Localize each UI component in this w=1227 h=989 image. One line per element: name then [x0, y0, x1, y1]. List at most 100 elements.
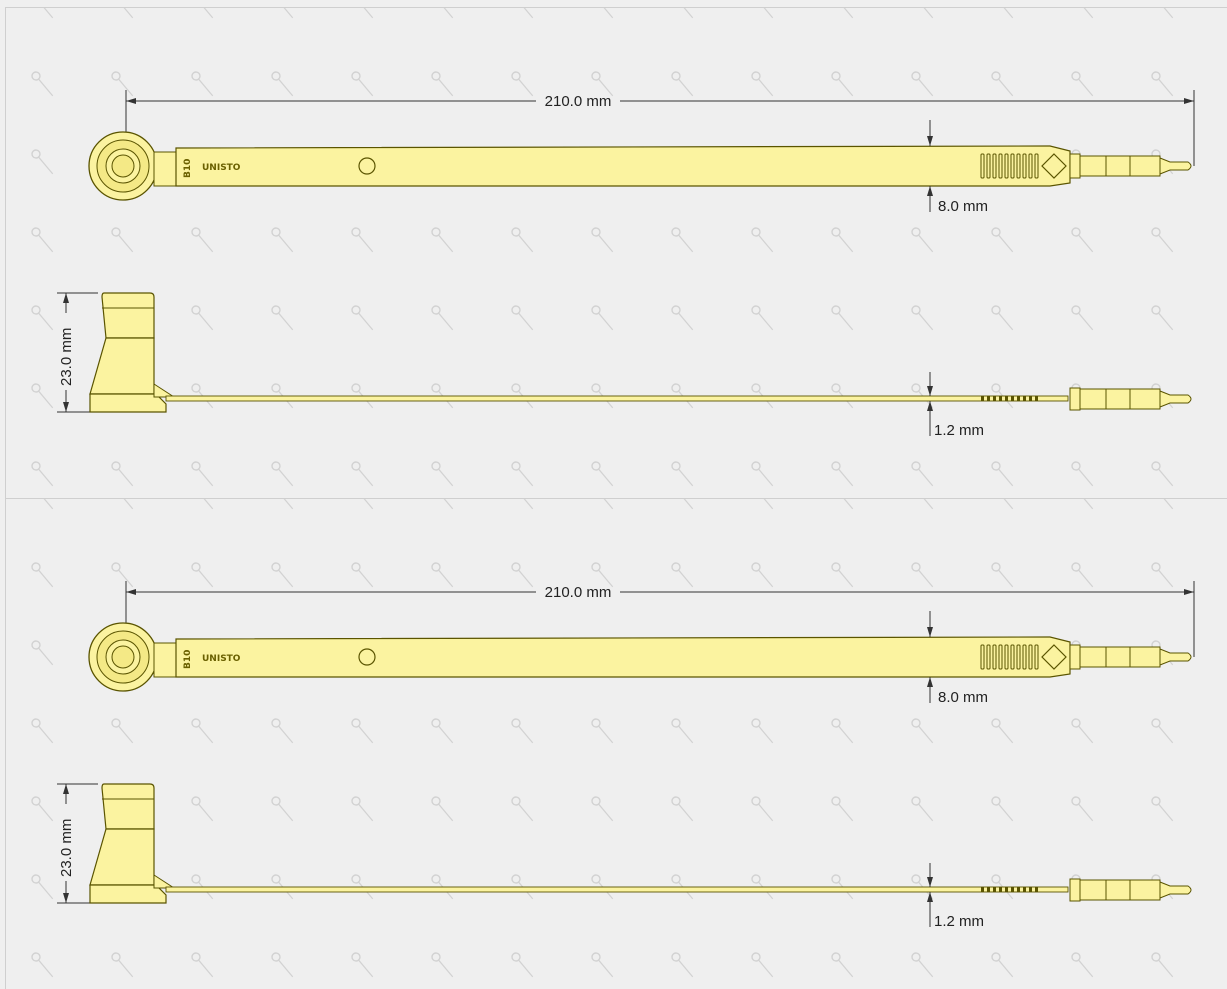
arrow-up-icon — [927, 677, 933, 687]
key-watermark-icon — [591, 562, 614, 588]
grip-ribs — [980, 644, 1039, 670]
key-watermark-icon — [278, 8, 294, 19]
key-watermark-icon — [431, 461, 454, 487]
key-watermark-icon — [831, 562, 854, 588]
key-watermark-icon — [591, 718, 614, 744]
key-watermark-icon — [511, 71, 534, 97]
key-watermark-icon — [991, 305, 1014, 331]
key-watermark-icon — [598, 8, 614, 19]
grip-dash — [1017, 396, 1020, 401]
key-watermark-icon — [511, 227, 534, 253]
model-text: B10 — [183, 650, 193, 669]
top-view: 210.0 mm B10 UNISTO — [88, 90, 1195, 215]
key-watermark-icon — [671, 796, 694, 822]
key-watermark-icon — [911, 461, 934, 487]
key-watermark-icon — [431, 71, 454, 97]
thickness-label: 1.2 mm — [934, 913, 984, 930]
grip-rib — [1028, 644, 1033, 670]
side-strap — [165, 886, 1069, 893]
key-watermark-icon — [351, 461, 374, 487]
drawing-panel: 210.0 mm B10 UNISTO — [5, 7, 1227, 498]
side-grip-dashes — [981, 887, 1038, 892]
grip-dash — [993, 396, 996, 401]
key-watermark-icon — [1071, 227, 1094, 253]
side-head-base — [89, 393, 167, 413]
key-watermark-icon — [751, 461, 774, 487]
key-watermark-icon — [671, 952, 694, 978]
key-watermark-icon — [751, 796, 774, 822]
key-watermark-icon — [918, 8, 934, 19]
key-watermark-icon — [518, 8, 534, 19]
grip-rib — [986, 153, 991, 179]
key-watermark-icon — [38, 8, 54, 19]
key-watermark-icon — [271, 796, 294, 822]
key-watermark-icon — [191, 952, 214, 978]
key-watermark-icon — [191, 71, 214, 97]
arrow-down-icon — [927, 136, 933, 146]
key-watermark-icon — [111, 718, 134, 744]
grip-dash — [993, 887, 996, 892]
grip-rib — [986, 644, 991, 670]
key-watermark-icon — [191, 305, 214, 331]
grip-dash — [1011, 396, 1014, 401]
key-watermark-icon — [271, 718, 294, 744]
key-watermark-icon — [31, 718, 54, 744]
key-watermark-icon — [191, 461, 214, 487]
grip-dash — [987, 887, 990, 892]
key-watermark-icon — [751, 562, 774, 588]
arrow-up-icon — [63, 784, 69, 794]
key-watermark-icon — [1151, 461, 1174, 487]
key-watermark-icon — [111, 227, 134, 253]
side-pin-tip — [1159, 881, 1192, 899]
key-watermark-icon — [31, 640, 54, 666]
key-watermark-icon — [1151, 952, 1174, 978]
grip-rib — [1034, 153, 1039, 179]
arrow-down-icon — [927, 877, 933, 887]
key-watermark-icon — [671, 71, 694, 97]
key-watermark-icon — [351, 796, 374, 822]
key-watermark-icon — [591, 796, 614, 822]
height-label: 23.0 mm — [58, 819, 75, 877]
key-watermark-icon — [1151, 718, 1174, 744]
key-watermark-icon — [31, 149, 54, 175]
key-watermark-icon — [598, 499, 614, 510]
grip-dash — [999, 887, 1002, 892]
key-watermark-icon — [1071, 952, 1094, 978]
grip-dash — [987, 396, 990, 401]
length-label: 210.0 mm — [545, 584, 612, 601]
key-watermark-icon — [758, 8, 774, 19]
key-watermark-icon — [678, 499, 694, 510]
key-watermark-icon — [31, 461, 54, 487]
key-watermark-icon — [831, 796, 854, 822]
key-watermark-icon — [831, 461, 854, 487]
key-watermark-icon — [991, 562, 1014, 588]
key-watermark-icon — [1151, 562, 1174, 588]
grip-dash — [1017, 887, 1020, 892]
key-watermark-icon — [991, 952, 1014, 978]
key-watermark-icon — [271, 562, 294, 588]
key-watermark-icon — [518, 499, 534, 510]
length-label: 210.0 mm — [545, 93, 612, 110]
key-watermark-icon — [678, 8, 694, 19]
key-watermark-icon — [831, 71, 854, 97]
key-watermark-icon — [438, 499, 454, 510]
key-watermark-icon — [1078, 8, 1094, 19]
grip-rib — [980, 153, 985, 179]
key-watermark-icon — [351, 227, 374, 253]
top-view: 210.0 mm B10 UNISTO — [88, 581, 1195, 706]
seal-neck — [153, 151, 177, 187]
arrow-right-icon — [1184, 589, 1194, 595]
key-watermark-icon — [31, 952, 54, 978]
arrow-down-icon — [63, 402, 69, 412]
grip-rib — [1022, 153, 1027, 179]
side-strap — [165, 395, 1069, 402]
key-watermark-icon — [751, 227, 774, 253]
key-watermark-icon — [998, 499, 1014, 510]
grip-dash — [1005, 396, 1008, 401]
key-watermark-icon — [1151, 227, 1174, 253]
key-watermark-icon — [591, 305, 614, 331]
key-watermark-icon — [111, 562, 134, 588]
arrow-up-icon — [927, 401, 933, 411]
key-watermark-icon — [1158, 499, 1174, 510]
grip-rib — [992, 153, 997, 179]
